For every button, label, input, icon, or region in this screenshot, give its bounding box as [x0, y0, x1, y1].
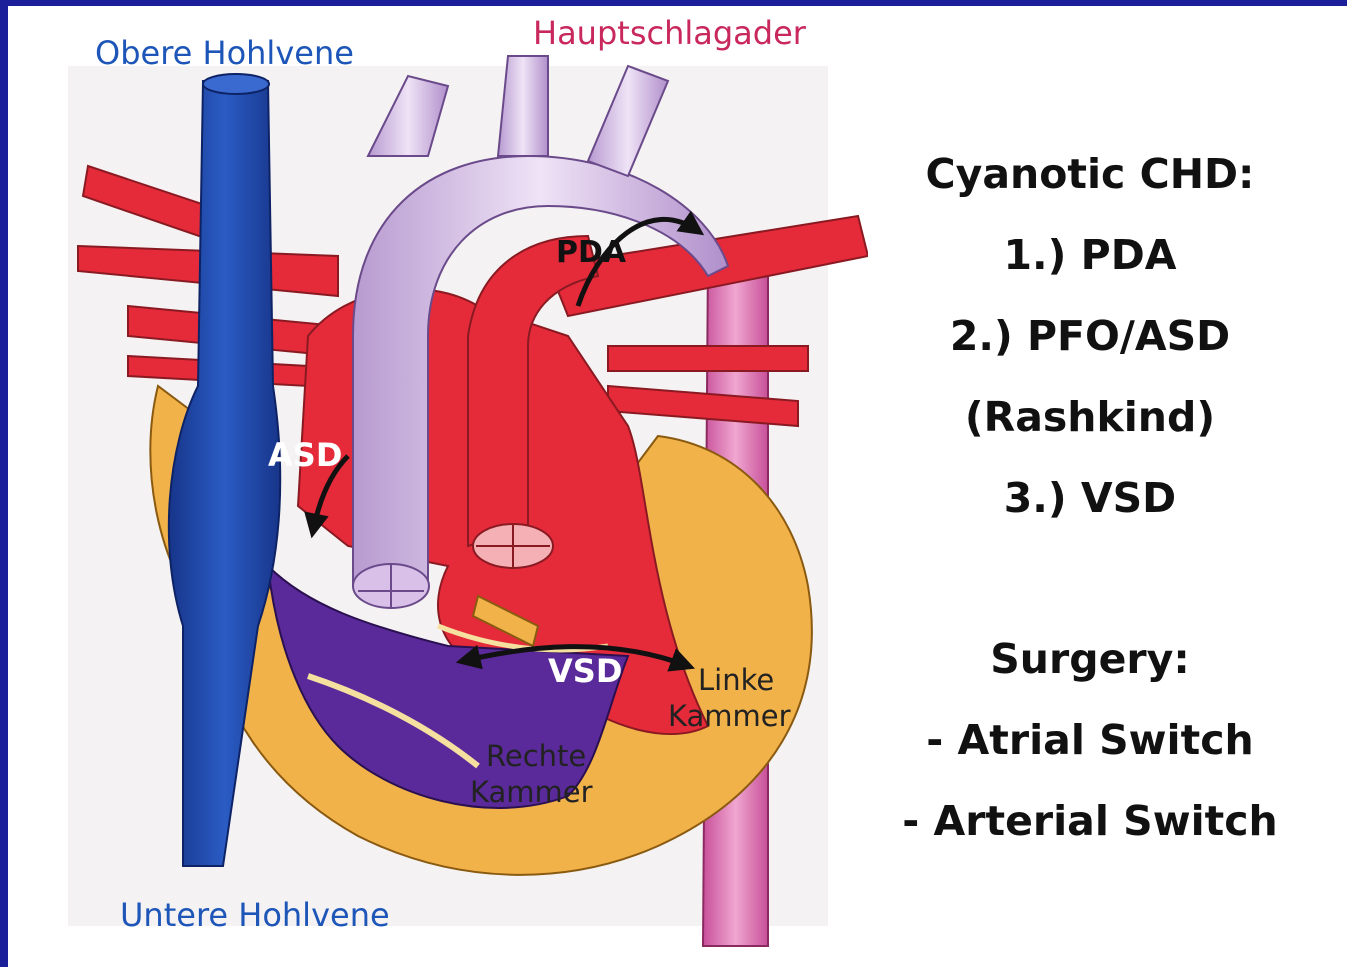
label-rechte: Rechte [486, 739, 586, 773]
label-untere-hohlvene: Untere Hohlvene [120, 896, 390, 934]
label-pda: PDA [556, 235, 627, 270]
label-hauptschlagader: Hauptschlagader [533, 14, 807, 52]
label-rechte-kammer: Kammer [470, 775, 593, 809]
item-vsd: 3.) VSD [870, 458, 1310, 539]
item-rashkind: (Rashkind) [870, 377, 1310, 458]
item-pfo-asd: 2.) PFO/ASD [870, 296, 1310, 377]
heading-surgery: Surgery: [870, 619, 1310, 700]
slide: Obere Hohlvene Hauptschlagader Untere Ho… [8, 6, 1347, 967]
surgery-atrial-switch: - Atrial Switch [870, 700, 1310, 781]
heading-cyanotic-chd: Cyanotic CHD: [870, 134, 1310, 215]
item-pda: 1.) PDA [870, 215, 1310, 296]
notes-panel: Cyanotic CHD: 1.) PDA 2.) PFO/ASD (Rashk… [870, 134, 1310, 862]
heart-diagram: Obere Hohlvene Hauptschlagader Untere Ho… [8, 6, 868, 967]
label-linke: Linke [698, 663, 774, 697]
surgery-arterial-switch: - Arterial Switch [870, 781, 1310, 862]
label-linke-kammer: Kammer [668, 699, 791, 733]
label-obere-hohlvene: Obere Hohlvene [95, 34, 354, 72]
label-asd: ASD [268, 436, 342, 474]
spacer [870, 539, 1310, 619]
label-vsd: VSD [548, 652, 622, 690]
